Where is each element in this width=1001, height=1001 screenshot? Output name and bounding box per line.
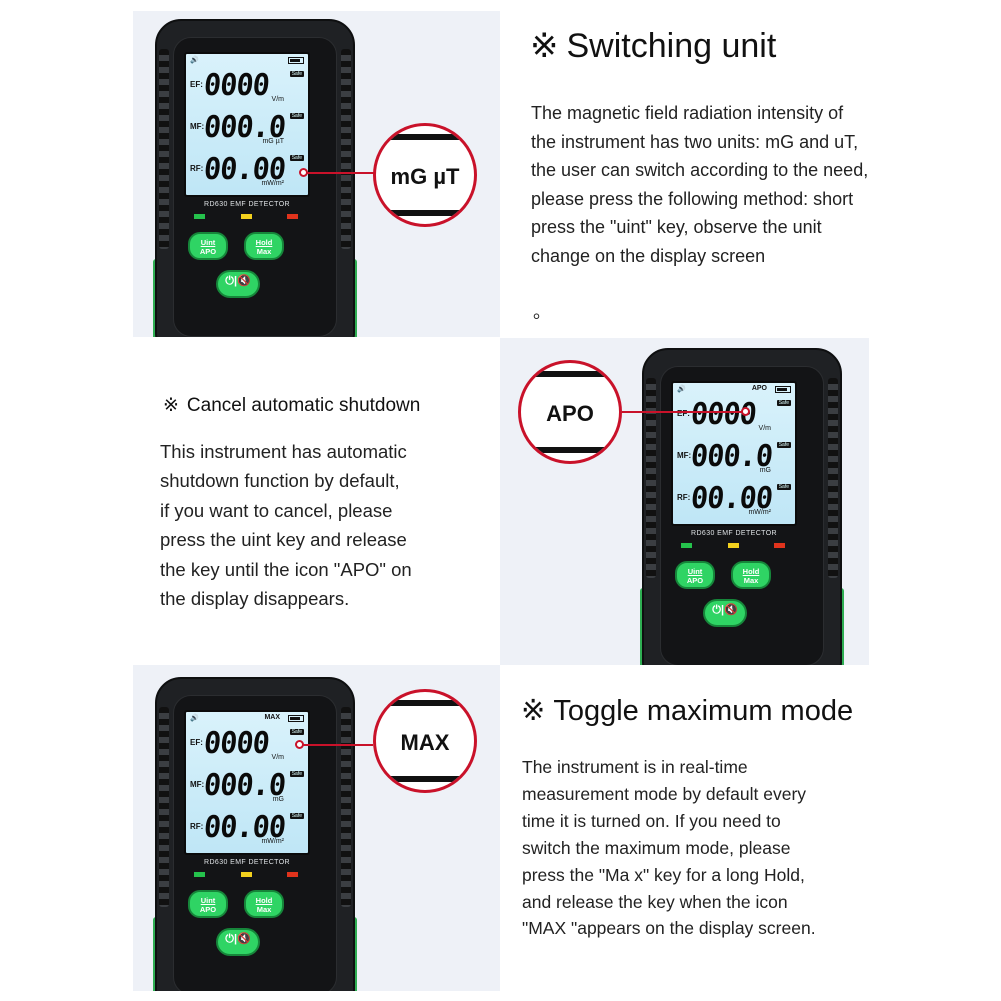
- mf-unit: mG: [272, 796, 284, 803]
- power-mute-button[interactable]: ⏻|🔇: [703, 599, 747, 627]
- reference-mark-icon: ※: [163, 395, 179, 416]
- green-led: [681, 543, 692, 548]
- product-image-unit: 🔊 EF: 0000 Safe V/m MF: 000.0 Safe mG µT: [133, 11, 500, 337]
- model-label: RD630 EMF DETECTOR: [203, 859, 291, 866]
- callout-text: mG µT: [390, 164, 460, 189]
- lcd-display: 🔊 EF: 0000 Safe V/m MF: 000.0 Safe mG µT: [184, 52, 310, 197]
- battery-icon: [775, 386, 791, 393]
- mf-unit: mG µT: [262, 138, 284, 145]
- section-heading-cancel-shutdown: ※Cancel automatic shutdown: [163, 395, 421, 416]
- callout-text: APO: [546, 401, 594, 426]
- safe-badge: Safe: [289, 113, 304, 119]
- section-heading-maximum-mode: ※Toggle maximum mode: [521, 695, 854, 727]
- red-led: [287, 872, 298, 877]
- safe-badge: Safe: [289, 155, 304, 161]
- callout-leader: [305, 172, 375, 174]
- callout-pointer: [295, 740, 304, 749]
- device-face: 🔊 APO EF: 0000 Safe V/m MF: 000.0 Safe m…: [660, 366, 824, 665]
- lcd-status: MAX: [264, 714, 280, 721]
- safe-badge: Safe: [289, 813, 304, 819]
- led-indicators: [194, 214, 300, 220]
- safe-badge: Safe: [776, 484, 791, 490]
- sound-icon: 🔊: [190, 57, 199, 64]
- lcd-row-rf: RF: 00.00 Safe mW/m²: [190, 152, 304, 187]
- trailing-mark: 。: [533, 302, 551, 322]
- device-face: 🔊 MAX EF: 0000 Safe V/m MF: 000.0 Safe m…: [173, 695, 337, 991]
- lcd-row-mf: MF: 000.0 Safe mG µT: [190, 110, 304, 145]
- section-text-maximum-mode: The instrument is in real-time measureme…: [522, 757, 816, 939]
- safe-badge: Safe: [289, 729, 304, 735]
- section-text-switching-unit: The magnetic field radiation intensity o…: [531, 103, 869, 266]
- model-label: RD630 EMF DETECTOR: [690, 530, 778, 537]
- hold-max-button[interactable]: Hold Max: [244, 890, 284, 918]
- unit-callout: mG µT: [373, 123, 477, 227]
- lcd-row-mf: MF: 000.0 Safe mG: [190, 768, 304, 803]
- section-text-cancel-shutdown: This instrument has automatic shutdown f…: [160, 441, 412, 610]
- yellow-led: [728, 543, 739, 548]
- product-image-apo: 🔊 APO EF: 0000 Safe V/m MF: 000.0 Safe m…: [500, 338, 869, 665]
- lcd-display: 🔊 MAX EF: 0000 Safe V/m MF: 000.0 Safe m…: [184, 710, 310, 855]
- lcd-row-mf: MF: 000.0 Safe mG: [677, 439, 791, 474]
- reference-mark-icon: ※: [530, 27, 559, 65]
- yellow-led: [241, 872, 252, 877]
- battery-icon: [288, 57, 304, 64]
- emf-detector: 🔊 MAX EF: 0000 Safe V/m MF: 000.0 Safe m…: [153, 677, 357, 991]
- callout-leader: [622, 411, 746, 413]
- lcd-row-rf: RF: 00.00 Safe mW/m²: [190, 810, 304, 845]
- safe-badge: Safe: [289, 71, 304, 77]
- emf-detector: 🔊 APO EF: 0000 Safe V/m MF: 000.0 Safe m…: [640, 348, 844, 665]
- hold-max-button[interactable]: Hold Max: [731, 561, 771, 589]
- max-callout: MAX: [373, 689, 477, 793]
- apo-callout: APO: [518, 360, 622, 464]
- callout-pointer: [299, 168, 308, 177]
- power-mute-button[interactable]: ⏻|🔇: [216, 270, 260, 298]
- unit-apo-button[interactable]: Uint APO: [188, 232, 228, 260]
- green-led: [194, 214, 205, 219]
- callout-text: MAX: [400, 730, 450, 755]
- mf-unit: mG: [759, 467, 771, 474]
- lcd-status: APO: [751, 385, 767, 392]
- led-indicators: [194, 872, 300, 878]
- sound-icon: 🔊: [677, 386, 686, 393]
- led-indicators: [681, 543, 787, 549]
- reference-mark-icon: ※: [521, 695, 546, 727]
- lcd-row-rf: RF: 00.00 Safe mW/m²: [677, 481, 791, 516]
- lcd-row-ef: EF: 0000 Safe V/m: [190, 68, 304, 103]
- emf-detector: 🔊 EF: 0000 Safe V/m MF: 000.0 Safe mG µT: [153, 19, 357, 337]
- safe-badge: Safe: [776, 400, 791, 406]
- safe-badge: Safe: [289, 771, 304, 777]
- green-led: [194, 872, 205, 877]
- ef-value: 0000: [202, 68, 271, 103]
- power-mute-button[interactable]: ⏻|🔇: [216, 928, 260, 956]
- unit-apo-button[interactable]: Uint APO: [188, 890, 228, 918]
- yellow-led: [241, 214, 252, 219]
- section-heading-switching-unit: ※Switching unit: [530, 27, 777, 65]
- callout-leader: [301, 744, 373, 746]
- ef-value: 0000: [202, 726, 271, 761]
- red-led: [774, 543, 785, 548]
- unit-apo-button[interactable]: Uint APO: [675, 561, 715, 589]
- product-image-max: 🔊 MAX EF: 0000 Safe V/m MF: 000.0 Safe m…: [133, 665, 500, 991]
- safe-badge: Safe: [776, 442, 791, 448]
- red-led: [287, 214, 298, 219]
- device-face: 🔊 EF: 0000 Safe V/m MF: 000.0 Safe mG µT: [173, 37, 337, 337]
- lcd-row-ef: EF: 0000 Safe V/m: [190, 726, 304, 761]
- model-label: RD630 EMF DETECTOR: [203, 201, 291, 208]
- sound-icon: 🔊: [190, 715, 199, 722]
- lcd-display: 🔊 APO EF: 0000 Safe V/m MF: 000.0 Safe m…: [671, 381, 797, 526]
- lcd-row-ef: EF: 0000 Safe V/m: [677, 397, 791, 432]
- hold-max-button[interactable]: Hold Max: [244, 232, 284, 260]
- battery-icon: [288, 715, 304, 722]
- callout-pointer: [741, 407, 750, 416]
